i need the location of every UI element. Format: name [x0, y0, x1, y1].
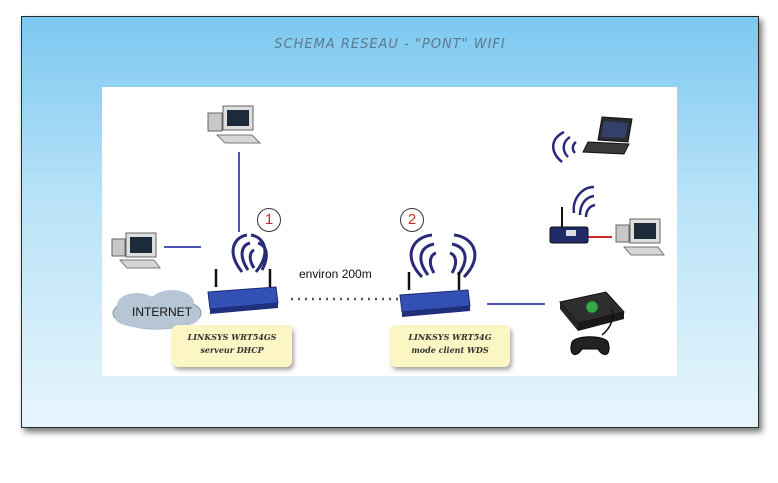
router2-note: LINKSYS WRT54G mode client WDS: [390, 325, 510, 367]
router1-model: LINKSYS WRT54GS: [187, 332, 277, 342]
diagram-frame: SCHEMA RESEAU - "PONT" WIFI: [21, 16, 759, 428]
router1-icon: [207, 233, 279, 314]
distance-label: environ 200m: [299, 267, 372, 281]
computer-icon-right: [615, 218, 665, 256]
router2-number-badge: 2: [400, 208, 424, 232]
diagram-title: SCHEMA RESEAU - "PONT" WIFI: [274, 37, 506, 52]
laptop-icon: [552, 116, 633, 163]
internet-label: INTERNET: [132, 305, 192, 319]
router2-role: mode client WDS: [411, 345, 489, 355]
network-canvas: INTERNET 1 2 environ 200m LINKSYS WRT54G…: [102, 87, 677, 376]
router1-note: LINKSYS WRT54GS serveur DHCP: [172, 325, 292, 367]
computer-icon-top: [207, 105, 262, 144]
router2-icon: [399, 233, 477, 317]
internet-cloud-icon: [112, 290, 202, 330]
router3-icon: [549, 185, 596, 244]
computer-icon-left: [111, 232, 161, 269]
router1-number-badge: 1: [257, 208, 281, 232]
game-console-icon: [559, 291, 625, 356]
router2-model: LINKSYS WRT54G: [408, 332, 492, 342]
router1-role: serveur DHCP: [200, 345, 264, 355]
network-drawing: [111, 105, 665, 356]
